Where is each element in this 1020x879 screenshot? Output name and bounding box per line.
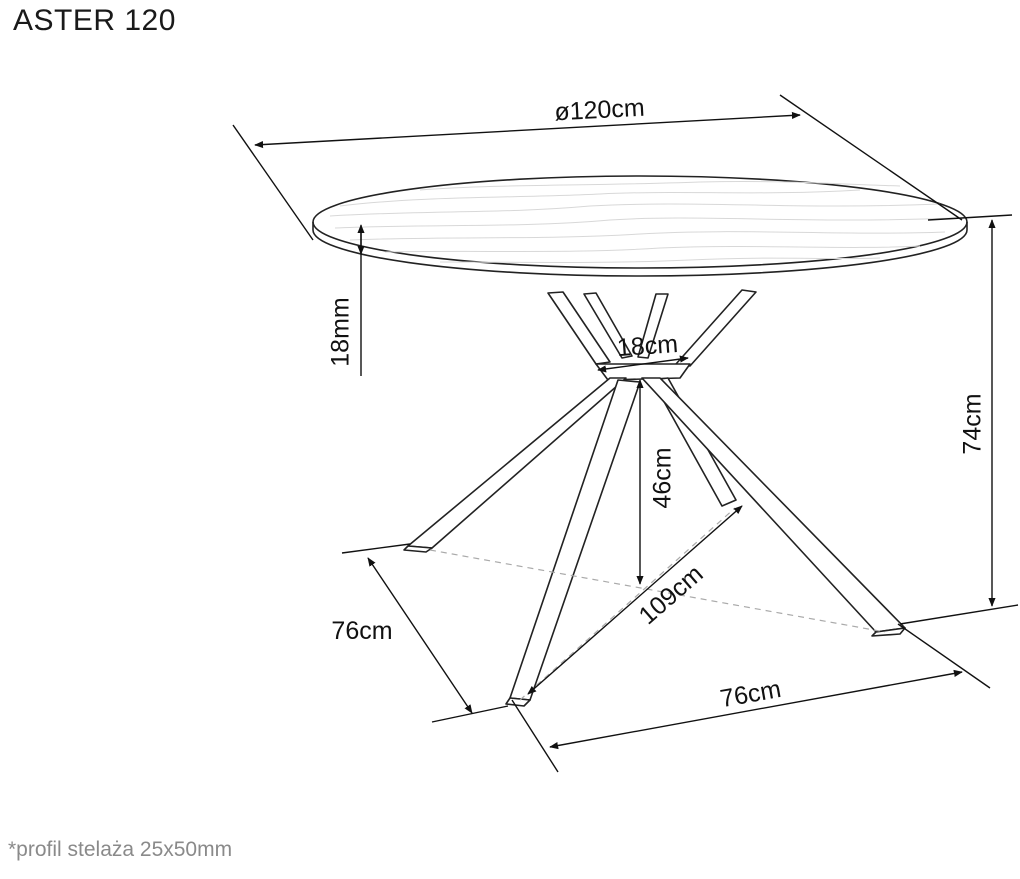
dimension-lines xyxy=(232,94,1019,773)
hub-dim-line xyxy=(597,355,689,373)
footnote: *profil stelaża 25x50mm xyxy=(8,838,233,861)
label-top-diameter: ø120cm xyxy=(554,94,646,127)
height-extension-top xyxy=(927,214,1013,221)
diameter-extension-left xyxy=(232,124,314,241)
width-dim-line xyxy=(549,669,963,750)
foot-front-right xyxy=(871,627,906,637)
page-title: ASTER 120 xyxy=(13,4,176,37)
width-extension-right xyxy=(897,623,991,689)
diagonal-dim-line xyxy=(527,505,743,695)
label-total-height: 74cm xyxy=(959,393,987,454)
table-top xyxy=(312,175,968,277)
label-diagonal: 109cm xyxy=(634,560,709,630)
upper-arm-right xyxy=(675,289,757,367)
depth-extension-top xyxy=(341,543,411,554)
label-hub-width: 18cm xyxy=(616,330,679,362)
height-extension-bottom xyxy=(899,604,1019,625)
width-extension-left xyxy=(511,699,559,773)
foot-back-left xyxy=(403,545,433,553)
diameter-extension-right xyxy=(779,94,963,221)
label-width: 76cm xyxy=(718,675,783,713)
depth-extension-bottom xyxy=(431,705,509,723)
label-leg-height: 46cm xyxy=(649,447,677,508)
wood-grain xyxy=(329,180,956,263)
depth-dim-line xyxy=(367,557,473,714)
foot-front xyxy=(505,697,531,707)
diameter-dim-line xyxy=(254,111,801,149)
label-depth: 76cm xyxy=(331,617,392,645)
label-top-thickness: 18mm xyxy=(327,297,355,366)
